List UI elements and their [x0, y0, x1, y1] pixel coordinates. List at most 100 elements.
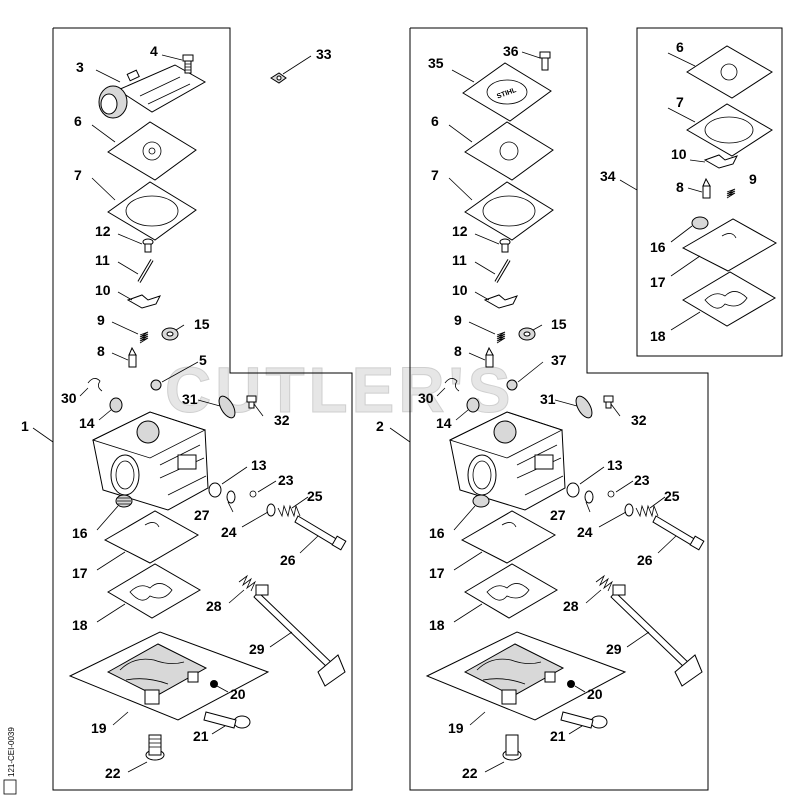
- gasket-left-7: [107, 181, 197, 241]
- ball-right-20: [567, 680, 575, 688]
- callout-15-left: 15: [194, 316, 210, 332]
- base-plate-left-19: [68, 631, 270, 721]
- callout-17-left: 17: [72, 565, 88, 581]
- callout-28-left: 28: [206, 598, 222, 614]
- callout-33: 33: [316, 46, 332, 62]
- pump-cover-right-35: [462, 62, 552, 122]
- washer-right-27: [584, 490, 594, 504]
- callout-20-left: 20: [230, 686, 246, 702]
- screw-right-22: [502, 734, 522, 761]
- callout-16-kit: 16: [650, 239, 666, 255]
- spring-right-9: [496, 331, 506, 344]
- lever-kit-10: [703, 154, 738, 169]
- screw-right-21: [560, 711, 608, 729]
- callout-27-right: 27: [550, 507, 566, 523]
- assembly-right: STIHL: [425, 51, 705, 761]
- ring-right-23: [607, 490, 615, 498]
- callout-36: 36: [503, 43, 519, 59]
- spring-left-25: [277, 504, 301, 518]
- carburetor-body-left: [91, 411, 209, 511]
- clip-right-30: [444, 378, 460, 392]
- callout-27-left: 27: [194, 507, 210, 523]
- callout-10-kit: 10: [671, 146, 687, 162]
- callout-17-kit: 17: [650, 274, 666, 290]
- diaphragm-left-18: [107, 563, 201, 619]
- callout-1: 1: [21, 418, 29, 434]
- cap-left-14: [109, 397, 123, 413]
- washer-right-24: [624, 503, 634, 517]
- diaphragm-right-6: [464, 121, 554, 181]
- gasket-right-7: [464, 181, 554, 241]
- callout-6-left: 6: [74, 113, 82, 129]
- callout-32-left: 32: [274, 412, 290, 428]
- pump-cover-left: [98, 64, 207, 119]
- spring-kit-9: [726, 188, 736, 199]
- screw-left-12: [142, 238, 154, 253]
- needle-valve-left-8: [128, 346, 137, 368]
- disc-right-31: [575, 395, 593, 419]
- callout-30-right: 30: [418, 390, 434, 406]
- screw-left-32: [246, 395, 257, 409]
- callout-5-left: 5: [199, 352, 207, 368]
- callout-13-right: 13: [607, 457, 623, 473]
- callout-28-right: 28: [563, 598, 579, 614]
- part-right-37: [506, 379, 518, 391]
- callout-22-right: 22: [462, 765, 478, 781]
- gasket-right-17: [460, 510, 557, 564]
- callout-23-right: 23: [634, 472, 650, 488]
- callout-31-left: 31: [182, 391, 198, 407]
- washer-left-27: [226, 490, 236, 504]
- plug-left-13: [208, 482, 222, 498]
- clip-left-30: [87, 378, 103, 392]
- kit-34-frame: [636, 27, 783, 357]
- callout-11-right: 11: [452, 252, 467, 268]
- callout-21-left: 21: [193, 728, 209, 744]
- callout-34: 34: [600, 168, 616, 184]
- callout-7-right: 7: [431, 167, 439, 183]
- assembly-kit-34: [681, 45, 778, 327]
- watermark: CUTLER'S: [165, 354, 514, 426]
- diaphragm-kit-18: [682, 271, 776, 327]
- filter-kit-16: [691, 216, 709, 230]
- screw-left-21: [203, 711, 251, 729]
- nut-33: [270, 72, 287, 84]
- leader-lines: [32, 51, 706, 773]
- kit-2-frame: [409, 27, 709, 791]
- callout-24-left: 24: [221, 524, 237, 540]
- needle-valve-kit-8: [702, 185, 711, 199]
- diaphragm-left-6: [107, 121, 197, 181]
- kit-1-frame: [52, 27, 353, 791]
- gasket-kit-17: [681, 218, 778, 272]
- corner-stamp: [3, 779, 17, 795]
- callout-32-right: 32: [631, 412, 647, 428]
- disc-left-31: [218, 395, 236, 419]
- screw-right-36: [539, 51, 551, 71]
- callout-22-left: 22: [105, 765, 121, 781]
- callout-29-right: 29: [606, 641, 622, 657]
- callout-35: 35: [428, 55, 444, 71]
- callout-24-right: 24: [577, 524, 593, 540]
- callout-23-left: 23: [278, 472, 294, 488]
- callout-18-left: 18: [72, 617, 88, 633]
- diaphragm-kit-6: [686, 45, 773, 99]
- drawing-code: 121-CEI-0039: [7, 727, 16, 777]
- callout-31-right: 31: [540, 391, 556, 407]
- callout-labels: 4 3 6 7 12 11 10 9 8 15 5 30 14 31 32 1 …: [21, 39, 757, 781]
- assembly-left: [68, 54, 347, 761]
- callout-8-right: 8: [454, 343, 462, 359]
- callout-18-right: 18: [429, 617, 445, 633]
- callout-30-left: 30: [61, 390, 77, 406]
- spring-left-9: [139, 331, 149, 344]
- adjust-screw-right-26: [652, 515, 705, 551]
- needle-valve-right-8: [485, 354, 494, 368]
- screw-left-4: [182, 54, 194, 74]
- callout-4-left: 4: [150, 43, 158, 59]
- shaft-right-29: [610, 584, 703, 687]
- callout-8-kit: 8: [676, 179, 684, 195]
- callout-9-kit: 9: [749, 171, 757, 187]
- screw-left-22: [145, 734, 165, 761]
- spring-left-28: [238, 574, 256, 592]
- callout-11-left: 11: [95, 252, 110, 268]
- callout-19-left: 19: [91, 720, 107, 736]
- callout-9-right: 9: [454, 312, 462, 328]
